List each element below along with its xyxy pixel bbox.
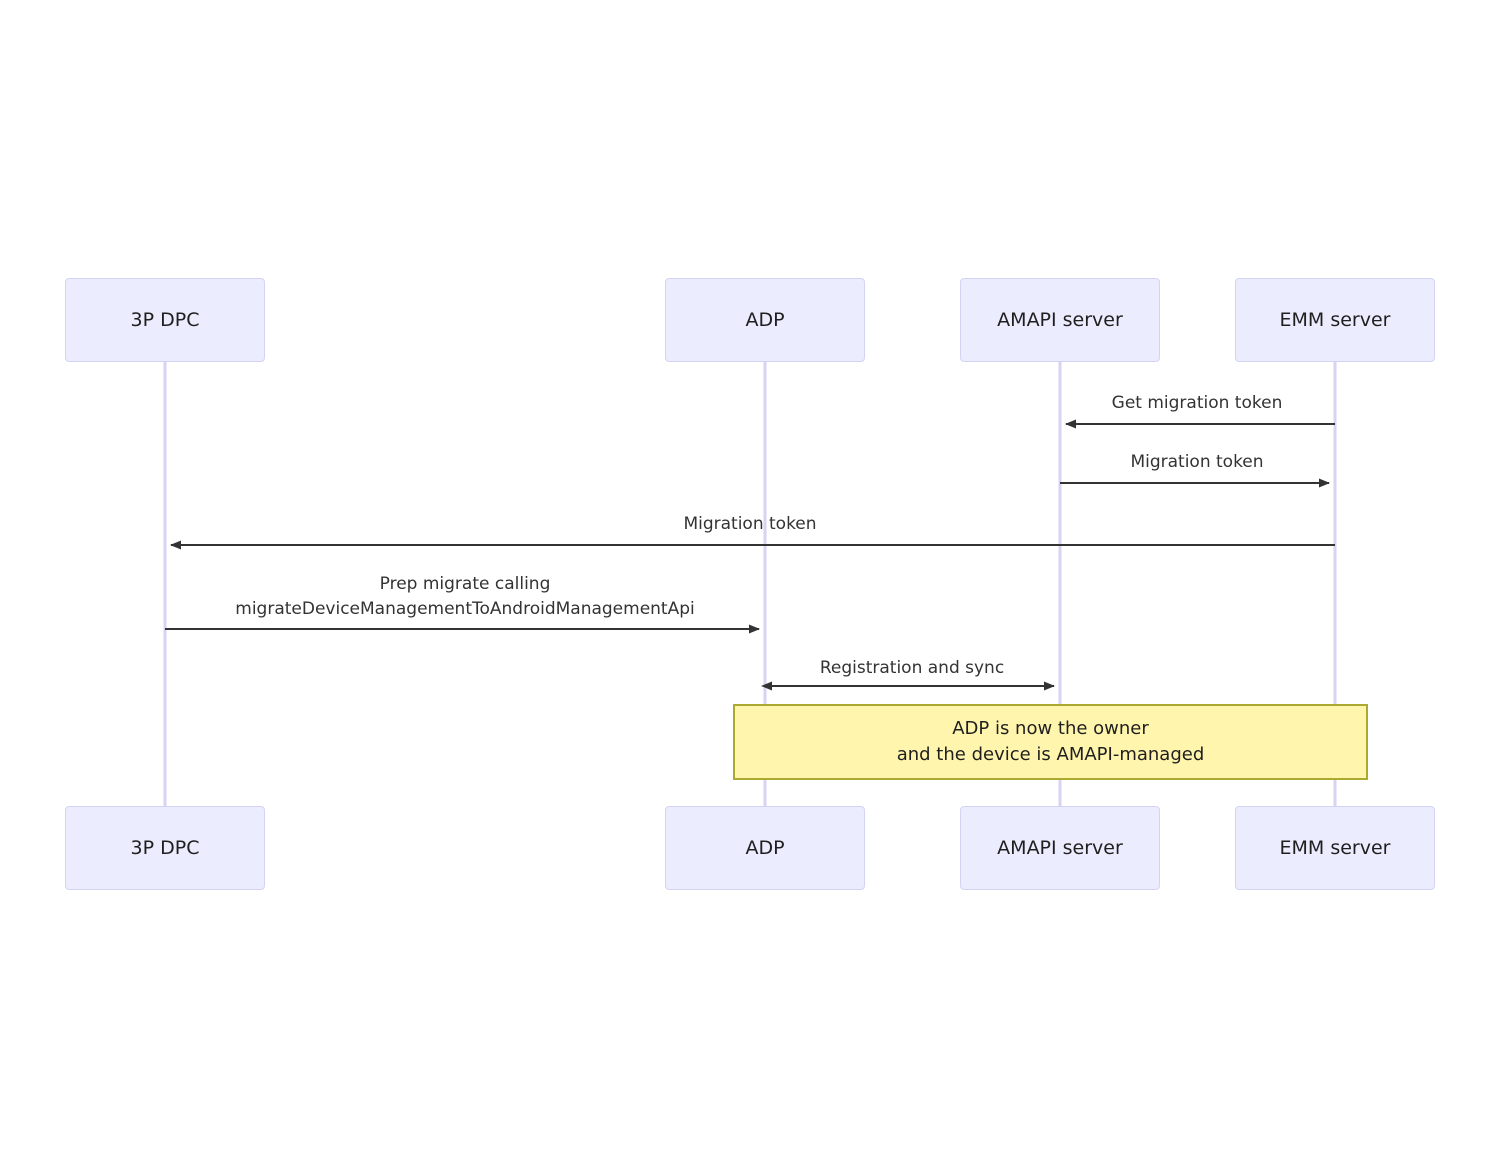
participant-label-dpc: 3P DPC (130, 308, 200, 331)
participant-box-dpc-bottom[interactable]: 3P DPC (65, 806, 265, 890)
participant-box-amapi-bottom[interactable]: AMAPI server (960, 806, 1160, 890)
participant-box-adp-top[interactable]: ADP (665, 278, 865, 362)
participant-box-amapi-top[interactable]: AMAPI server (960, 278, 1160, 362)
participant-label-emm: EMM server (1279, 308, 1391, 331)
message-label-m2: Migration token (1130, 450, 1263, 475)
note-box-n1: ADP is now the owner and the device is A… (733, 704, 1368, 780)
message-label-line: Prep migrate calling (379, 574, 551, 594)
participant-label-emm: EMM server (1279, 836, 1391, 859)
message-label-line: Get migration token (1111, 393, 1283, 413)
message-label-m4: Prep migrate calling migrateDeviceManagem… (235, 572, 694, 621)
participant-label-adp: ADP (745, 308, 785, 331)
message-label-m5: Registration and sync (820, 656, 1004, 681)
participant-label-adp: ADP (745, 836, 785, 859)
message-label-m3: Migration token (683, 512, 816, 537)
message-label-line: Migration token (683, 514, 817, 534)
participant-box-adp-bottom[interactable]: ADP (665, 806, 865, 890)
message-arrows-group (165, 419, 1335, 691)
message-label-line: Migration token (1130, 452, 1264, 472)
participant-box-emm-bottom[interactable]: EMM server (1235, 806, 1435, 890)
participant-label-dpc: 3P DPC (130, 836, 200, 859)
message-label-m1: Get migration token (1112, 391, 1283, 416)
participant-label-amapi: AMAPI server (997, 308, 1123, 331)
message-label-line: migrateDeviceManagementToAndroidManageme… (235, 598, 695, 619)
participant-label-amapi: AMAPI server (997, 836, 1123, 859)
message-label-line: Registration and sync (819, 658, 1005, 678)
note-text-n1: ADP is now the owner and the device is A… (896, 717, 1205, 765)
participant-box-emm-top[interactable]: EMM server (1235, 278, 1435, 362)
participant-box-dpc-top[interactable]: 3P DPC (65, 278, 265, 362)
